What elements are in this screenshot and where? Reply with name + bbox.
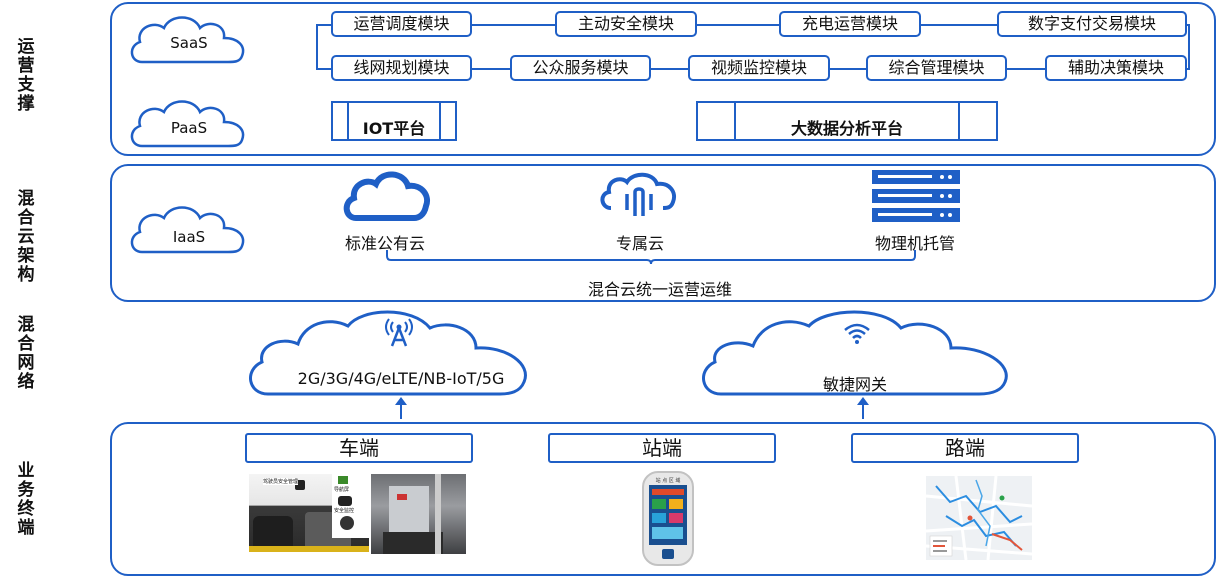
- paas-cloud-icon: [130, 100, 245, 148]
- iaas-label: IaaS: [172, 228, 206, 246]
- dedicated-cloud-label: 专属云: [615, 234, 664, 253]
- cellular-cloud-shape: [249, 310, 527, 396]
- antenna-icon: [385, 318, 413, 347]
- iot-platform: IOT平台: [331, 101, 457, 141]
- connector: [316, 24, 1190, 26]
- public-cloud-label: 标准公有云: [344, 234, 425, 253]
- side-label-terminal: 业务终端: [17, 461, 35, 538]
- station-box: 站端: [548, 433, 776, 463]
- module-public-service: 公众服务模块: [510, 55, 651, 81]
- side-label-ops: 运营支撑: [17, 37, 35, 114]
- module-integrated-management: 综合管理模块: [866, 55, 1007, 81]
- bus-camera-inset: 导航屏 安全监控: [332, 474, 372, 538]
- server-rack-icon: [872, 170, 960, 222]
- unified-brace: [386, 250, 916, 265]
- kiosk-header: 站 点 区 域: [655, 478, 681, 484]
- module-decision-support: 辅助决策模块: [1045, 55, 1187, 81]
- paas-label: PaaS: [170, 119, 208, 137]
- road-box: 路端: [851, 433, 1079, 463]
- cellular-label: 2G/3G/4G/eLTE/NB-IoT/5G: [297, 369, 505, 388]
- dedicated-cloud-icon: [600, 172, 676, 216]
- side-label-hybrid-cloud: 混合云架构: [17, 189, 35, 285]
- saas-label: SaaS: [170, 34, 208, 52]
- bus-photo-tag: 导航屏: [334, 486, 350, 493]
- arrow-up-cellular: [395, 397, 407, 419]
- side-label-hybrid-network: 混合网络: [17, 315, 35, 392]
- bus-photo-tag: 驾驶员安全管理: [263, 478, 299, 485]
- module-active-safety: 主动安全模块: [555, 11, 697, 37]
- station-kiosk-image: 站 点 区 域: [642, 471, 694, 566]
- hybrid-cloud-panel: [110, 164, 1216, 302]
- bigdata-platform: 大数据分析平台: [696, 101, 998, 141]
- wifi-icon: [844, 323, 870, 344]
- bus-photo-tag: 安全监控: [334, 507, 355, 514]
- module-network-planning: 线网规划模块: [331, 55, 472, 81]
- unified-ops-label: 混合云统一运营运维: [587, 280, 732, 299]
- saas-cloud-icon: [130, 16, 245, 64]
- arrow-up-gateway: [857, 397, 869, 419]
- bigdata-platform-label: 大数据分析平台: [790, 119, 903, 138]
- gateway-cloud-shape: [702, 310, 1008, 396]
- iot-platform-label: IOT平台: [362, 119, 426, 138]
- gateway-label: 敏捷网关: [822, 375, 887, 394]
- connector: [316, 24, 318, 70]
- iaas-cloud-icon: [130, 206, 245, 254]
- module-dispatch: 运营调度模块: [331, 11, 472, 37]
- server-rack-label: 物理机托管: [874, 234, 955, 253]
- connector: [1188, 24, 1190, 70]
- public-cloud-icon: [343, 171, 430, 221]
- road-map-image: [925, 475, 1033, 561]
- bus-interior-photo: [371, 474, 466, 554]
- module-charging-ops: 充电运营模块: [779, 11, 921, 37]
- module-video-monitoring: 视频监控模块: [688, 55, 830, 81]
- bus-cockpit-photo: 驾驶员安全管理: [249, 474, 369, 552]
- vehicle-box: 车端: [245, 433, 473, 463]
- module-digital-payment: 数字支付交易模块: [997, 11, 1187, 37]
